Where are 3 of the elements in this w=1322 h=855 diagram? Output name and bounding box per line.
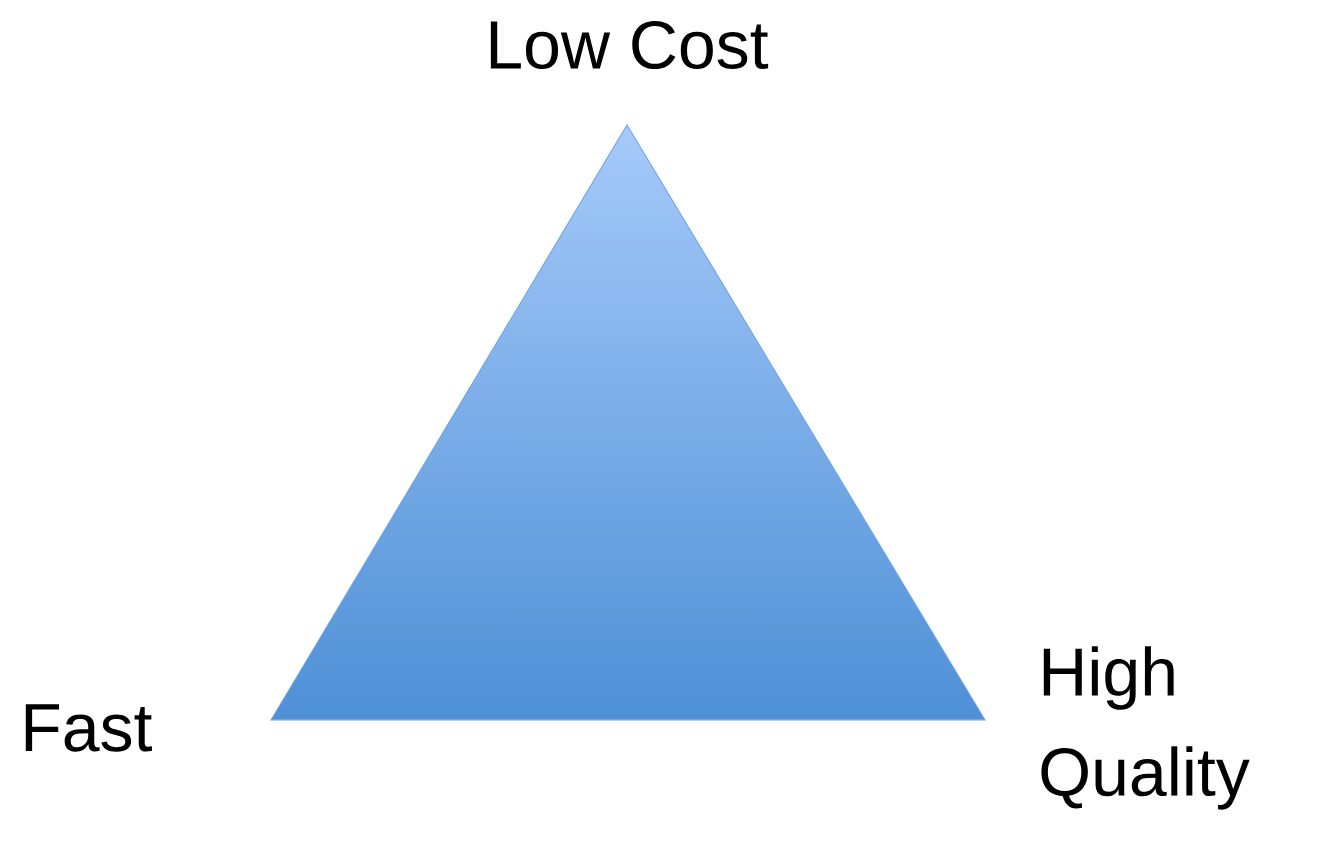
corner-label: Low Cost <box>490 20 769 70</box>
corner-label: Fast <box>25 704 152 752</box>
corner-label: High Quality <box>1041 646 1250 810</box>
